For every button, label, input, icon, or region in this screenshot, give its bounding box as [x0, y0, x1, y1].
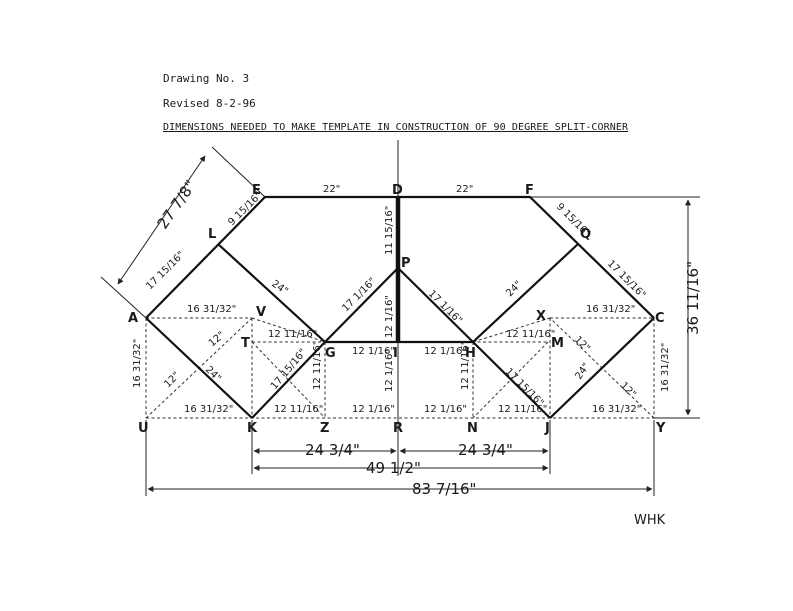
point-U: U — [138, 421, 149, 436]
point-X: X — [536, 309, 546, 324]
point-J: J — [544, 421, 550, 436]
drawing-number: Drawing No. 3 — [163, 72, 250, 85]
dim-label-HM: 12 11/16" — [506, 329, 555, 340]
line-XH — [472, 317, 551, 343]
dim-label-JY: 16 31/32" — [592, 404, 641, 415]
edge-CJ — [549, 317, 655, 419]
dimension-lines — [100, 146, 700, 496]
point-Y: Y — [655, 421, 666, 436]
dim-label-XC: 16 31/32" — [586, 304, 635, 315]
point-labels: A C D E F G H I J K L M N P Q R T U V X … — [128, 183, 666, 436]
dim-label-TG: 12 11/16" — [268, 329, 317, 340]
dim-label-RJ: 24 3/4" — [458, 441, 513, 459]
dim-label-GZ: 12 11/16" — [312, 341, 323, 390]
dim-label-KZ: 12 11/16" — [274, 404, 323, 415]
edge-GK — [251, 341, 326, 419]
dim-label-HN: 12 11/16" — [460, 341, 471, 390]
dim-label-HJ: 17 15/16" — [503, 366, 546, 409]
dim-label-RN: 12 1/16" — [424, 404, 467, 415]
signature-initials: WHK — [634, 513, 666, 528]
dim-label-ED: 22" — [323, 184, 340, 195]
point-T: T — [241, 336, 250, 351]
dim-label-VT: 12" — [207, 330, 227, 350]
edge-QH — [472, 243, 579, 343]
dim-label-AV: 16 31/32" — [187, 304, 236, 315]
point-P: P — [401, 256, 411, 271]
point-M: M — [551, 336, 564, 351]
edge-LG — [217, 243, 326, 343]
dim-label-EA-total: 27 7/8" — [154, 177, 200, 232]
dim-label-NJ: 12 11/16" — [498, 404, 547, 415]
point-L: L — [208, 227, 216, 242]
dim-label-AK: 24" — [203, 364, 223, 384]
dim-label-FY-total: 36 11/16" — [684, 261, 702, 335]
line-VG — [251, 317, 326, 343]
dim-label-JY-inner: 12" — [618, 380, 638, 400]
dim-label-GI: 12 1/16" — [352, 346, 395, 357]
ext-E — [211, 146, 266, 198]
dim-EA — [117, 155, 206, 285]
dim-label-QC: 17 15/16" — [605, 258, 648, 301]
edge-GP — [324, 267, 399, 343]
point-Q: Q — [580, 227, 591, 242]
dim-label-IR: 12 1/16" — [384, 349, 395, 392]
dim-label-UK: 16 31/32" — [184, 404, 233, 415]
dim-label-DP: 11 15/16" — [384, 206, 395, 255]
dim-label-AL: 17 15/16" — [144, 249, 187, 292]
revision-date: Revised 8-2-96 — [163, 97, 256, 110]
dim-label-ZR: 12 1/16" — [352, 404, 395, 415]
template-outline — [145, 195, 655, 419]
dim-label-UY: 83 7/16" — [412, 480, 476, 498]
point-E: E — [252, 183, 261, 198]
point-A: A — [128, 311, 138, 326]
edge-PH — [397, 267, 474, 343]
dim-label-CY: 16 31/32" — [660, 343, 671, 392]
dim-label-EL: 9 15/16" — [226, 190, 264, 228]
dim-label-DF: 22" — [456, 184, 473, 195]
point-K: K — [247, 421, 258, 436]
dim-label-PI: 12 1/16" — [384, 295, 395, 338]
drawing-title: DIMENSIONS NEEDED TO MAKE TEMPLATE IN CO… — [163, 122, 629, 133]
line-TZ — [251, 341, 326, 419]
point-H: H — [465, 346, 476, 361]
point-F: F — [525, 183, 534, 198]
point-Z: Z — [320, 421, 329, 436]
point-G: G — [325, 346, 336, 361]
point-D: D — [392, 183, 403, 198]
point-V: V — [256, 305, 266, 320]
point-N: N — [467, 421, 478, 436]
edge-AK — [145, 317, 253, 419]
dim-label-PH: 17 1/16" — [426, 288, 464, 326]
point-C: C — [655, 311, 665, 326]
dim-label-KG: 17 15/16" — [269, 347, 309, 392]
line-MN — [472, 341, 549, 419]
dim-label-KJ: 49 1/2" — [366, 459, 421, 477]
ext-A — [100, 276, 147, 319]
dim-label-FQ: 9 15/16" — [554, 201, 592, 239]
dim-label-IH: 12 1/16" — [424, 346, 467, 357]
dim-label-MC: 12" — [572, 334, 592, 354]
dim-label-AU: 16 31/32" — [132, 339, 143, 388]
point-R: R — [393, 421, 403, 436]
dim-label-KR: 24 3/4" — [305, 441, 360, 459]
point-I: I — [393, 346, 398, 361]
edge-HJ — [472, 341, 551, 419]
